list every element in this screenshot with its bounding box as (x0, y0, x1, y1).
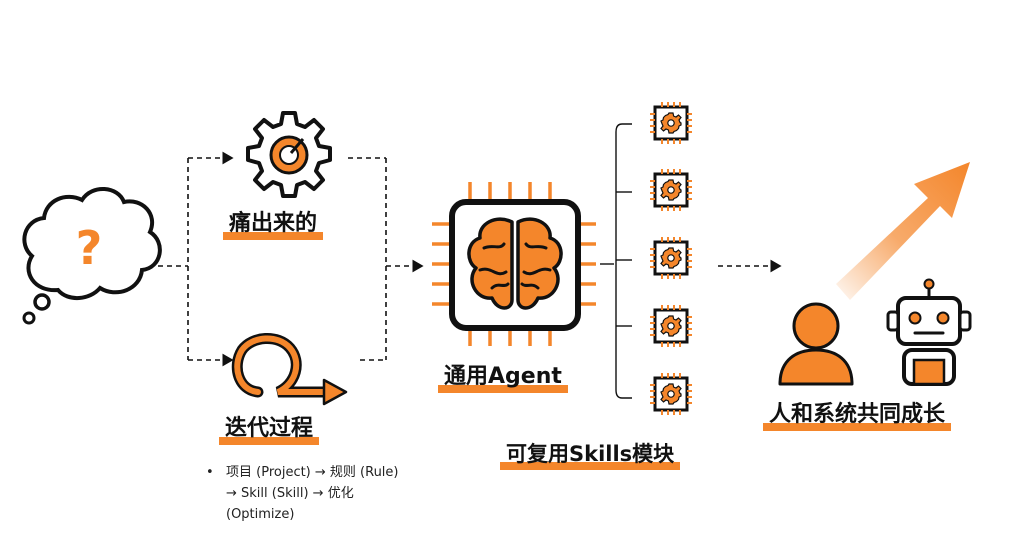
skill-chip-icon (648, 100, 694, 146)
bullet-marker: • (206, 465, 214, 480)
growth-label: 人和系统共同成长 (763, 404, 952, 431)
gear-target-icon (246, 111, 332, 198)
brain-chip-icon (432, 182, 596, 346)
skill-chip-icon (648, 167, 694, 213)
bullet-text: 项目 (Project) → 规则 (Rule) → Skill (Skill)… (226, 465, 399, 522)
pain-label: 痛出来的 (223, 213, 324, 240)
question-mark: ? (76, 221, 103, 275)
skill-chip-icon (648, 371, 694, 417)
robot-icon (886, 278, 972, 386)
iteration-label: 迭代过程 (219, 418, 320, 445)
skills-bracket (600, 123, 632, 399)
merge-connector (348, 157, 424, 361)
skill-chip-icon (648, 303, 694, 349)
branch-connector-left (158, 151, 234, 367)
thought-cloud-icon: ? (22, 187, 162, 325)
skills-label: 可复用Skills模块 (500, 444, 681, 470)
person-icon (778, 302, 854, 386)
iteration-bullet: • 项目 (Project) → 规则 (Rule) → Skill (Skil… (206, 462, 406, 525)
skill-chip-icon (648, 235, 694, 281)
agent-label: 通用Agent (438, 366, 568, 393)
growth-arrow-icon (836, 162, 970, 300)
loop-arrow-icon (231, 333, 348, 406)
